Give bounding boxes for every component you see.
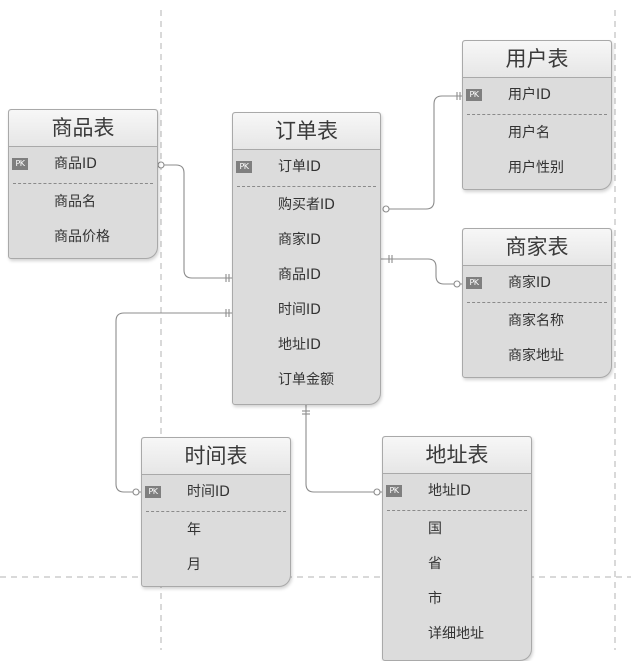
field-row[interactable]: 商家ID [233, 223, 380, 258]
entity-merchant[interactable]: 商家表 PK 商家ID 商家名称 商家地址 [462, 228, 612, 378]
connector-product-order [158, 164, 232, 279]
field-row[interactable]: 用户名 [463, 116, 611, 151]
primary-key-icon: PK [466, 89, 482, 101]
pk-separator [467, 302, 607, 303]
field-row[interactable]: 商家地址 [463, 339, 611, 374]
field-name: 购买者ID [278, 197, 335, 213]
field-row[interactable]: 商品价格 [9, 220, 157, 255]
field-name: 时间ID [278, 302, 321, 318]
field-row[interactable]: 商品ID [233, 258, 380, 293]
entity-title: 商家表 [463, 229, 611, 266]
pk-field[interactable]: PK 订单ID [233, 150, 380, 185]
field-name: 商品ID [278, 267, 321, 283]
field-row[interactable]: 商家名称 [463, 304, 611, 339]
pk-field[interactable]: PK 时间ID [142, 475, 290, 510]
field-name: 商家名称 [508, 313, 564, 329]
entity-time[interactable]: 时间表 PK 时间ID 年 月 [141, 437, 291, 587]
pk-separator [237, 186, 376, 187]
field-row[interactable]: 月 [142, 548, 290, 583]
field-name: 时间ID [187, 484, 230, 500]
field-name: 国 [428, 521, 442, 537]
field-row[interactable]: 市 [383, 582, 531, 617]
entity-title: 时间表 [142, 438, 290, 475]
entity-address[interactable]: 地址表 PK 地址ID 国 省 市 详细地址 [382, 436, 532, 661]
pk-separator [467, 114, 607, 115]
primary-key-icon: PK [236, 161, 252, 173]
field-row[interactable]: 年 [142, 513, 290, 548]
field-row[interactable]: 时间ID [233, 293, 380, 328]
field-name: 商家ID [278, 232, 321, 248]
field-row[interactable]: 购买者ID [233, 188, 380, 223]
entity-title: 商品表 [9, 110, 157, 147]
entity-title: 地址表 [383, 437, 531, 474]
field-row[interactable]: 订单金额 [233, 363, 380, 398]
pk-field[interactable]: PK 商品ID [9, 147, 157, 182]
pk-separator [387, 510, 527, 511]
field-name: 用户名 [508, 125, 550, 141]
entity-user[interactable]: 用户表 PK 用户ID 用户名 用户性别 [462, 40, 612, 190]
pk-field[interactable]: PK 用户ID [463, 78, 611, 113]
field-name: 商品价格 [54, 229, 110, 245]
field-row[interactable]: 国 [383, 512, 531, 547]
field-row[interactable]: 地址ID [233, 328, 380, 363]
field-name: 详细地址 [428, 626, 484, 642]
pk-field[interactable]: PK 商家ID [463, 266, 611, 301]
primary-key-icon: PK [386, 485, 402, 497]
connector-order-address [305, 405, 382, 493]
primary-key-icon: PK [12, 158, 28, 170]
pk-separator [146, 511, 286, 512]
field-name: 市 [428, 591, 442, 607]
field-name: 省 [428, 556, 442, 572]
field-name: 商品ID [54, 156, 97, 172]
field-name: 用户性别 [508, 160, 564, 176]
primary-key-icon: PK [145, 486, 161, 498]
field-name: 年 [187, 522, 201, 538]
field-row[interactable]: 省 [383, 547, 531, 582]
connector-order-merchant [381, 258, 462, 285]
field-row[interactable]: 详细地址 [383, 617, 531, 652]
entity-order[interactable]: 订单表 PK 订单ID 购买者ID 商家ID 商品ID 时间ID 地址ID 订单… [232, 112, 381, 405]
field-name: 订单金额 [278, 372, 334, 388]
entity-title: 用户表 [463, 41, 611, 78]
field-name: 商家地址 [508, 348, 564, 364]
entity-product[interactable]: 商品表 PK 商品ID 商品名 商品价格 [8, 109, 158, 259]
field-row[interactable]: 商品名 [9, 185, 157, 220]
entity-title: 订单表 [233, 113, 380, 150]
field-name: 订单ID [278, 159, 321, 175]
field-name: 月 [187, 557, 201, 573]
primary-key-icon: PK [466, 277, 482, 289]
pk-separator [13, 183, 153, 184]
field-name: 地址ID [278, 337, 321, 353]
field-name: 商家ID [508, 275, 551, 291]
field-name: 商品名 [54, 194, 96, 210]
connector-order-user [384, 95, 462, 210]
pk-field[interactable]: PK 地址ID [383, 474, 531, 509]
field-row[interactable]: 用户性别 [463, 151, 611, 186]
field-name: 用户ID [508, 87, 551, 103]
field-name: 地址ID [428, 483, 471, 499]
